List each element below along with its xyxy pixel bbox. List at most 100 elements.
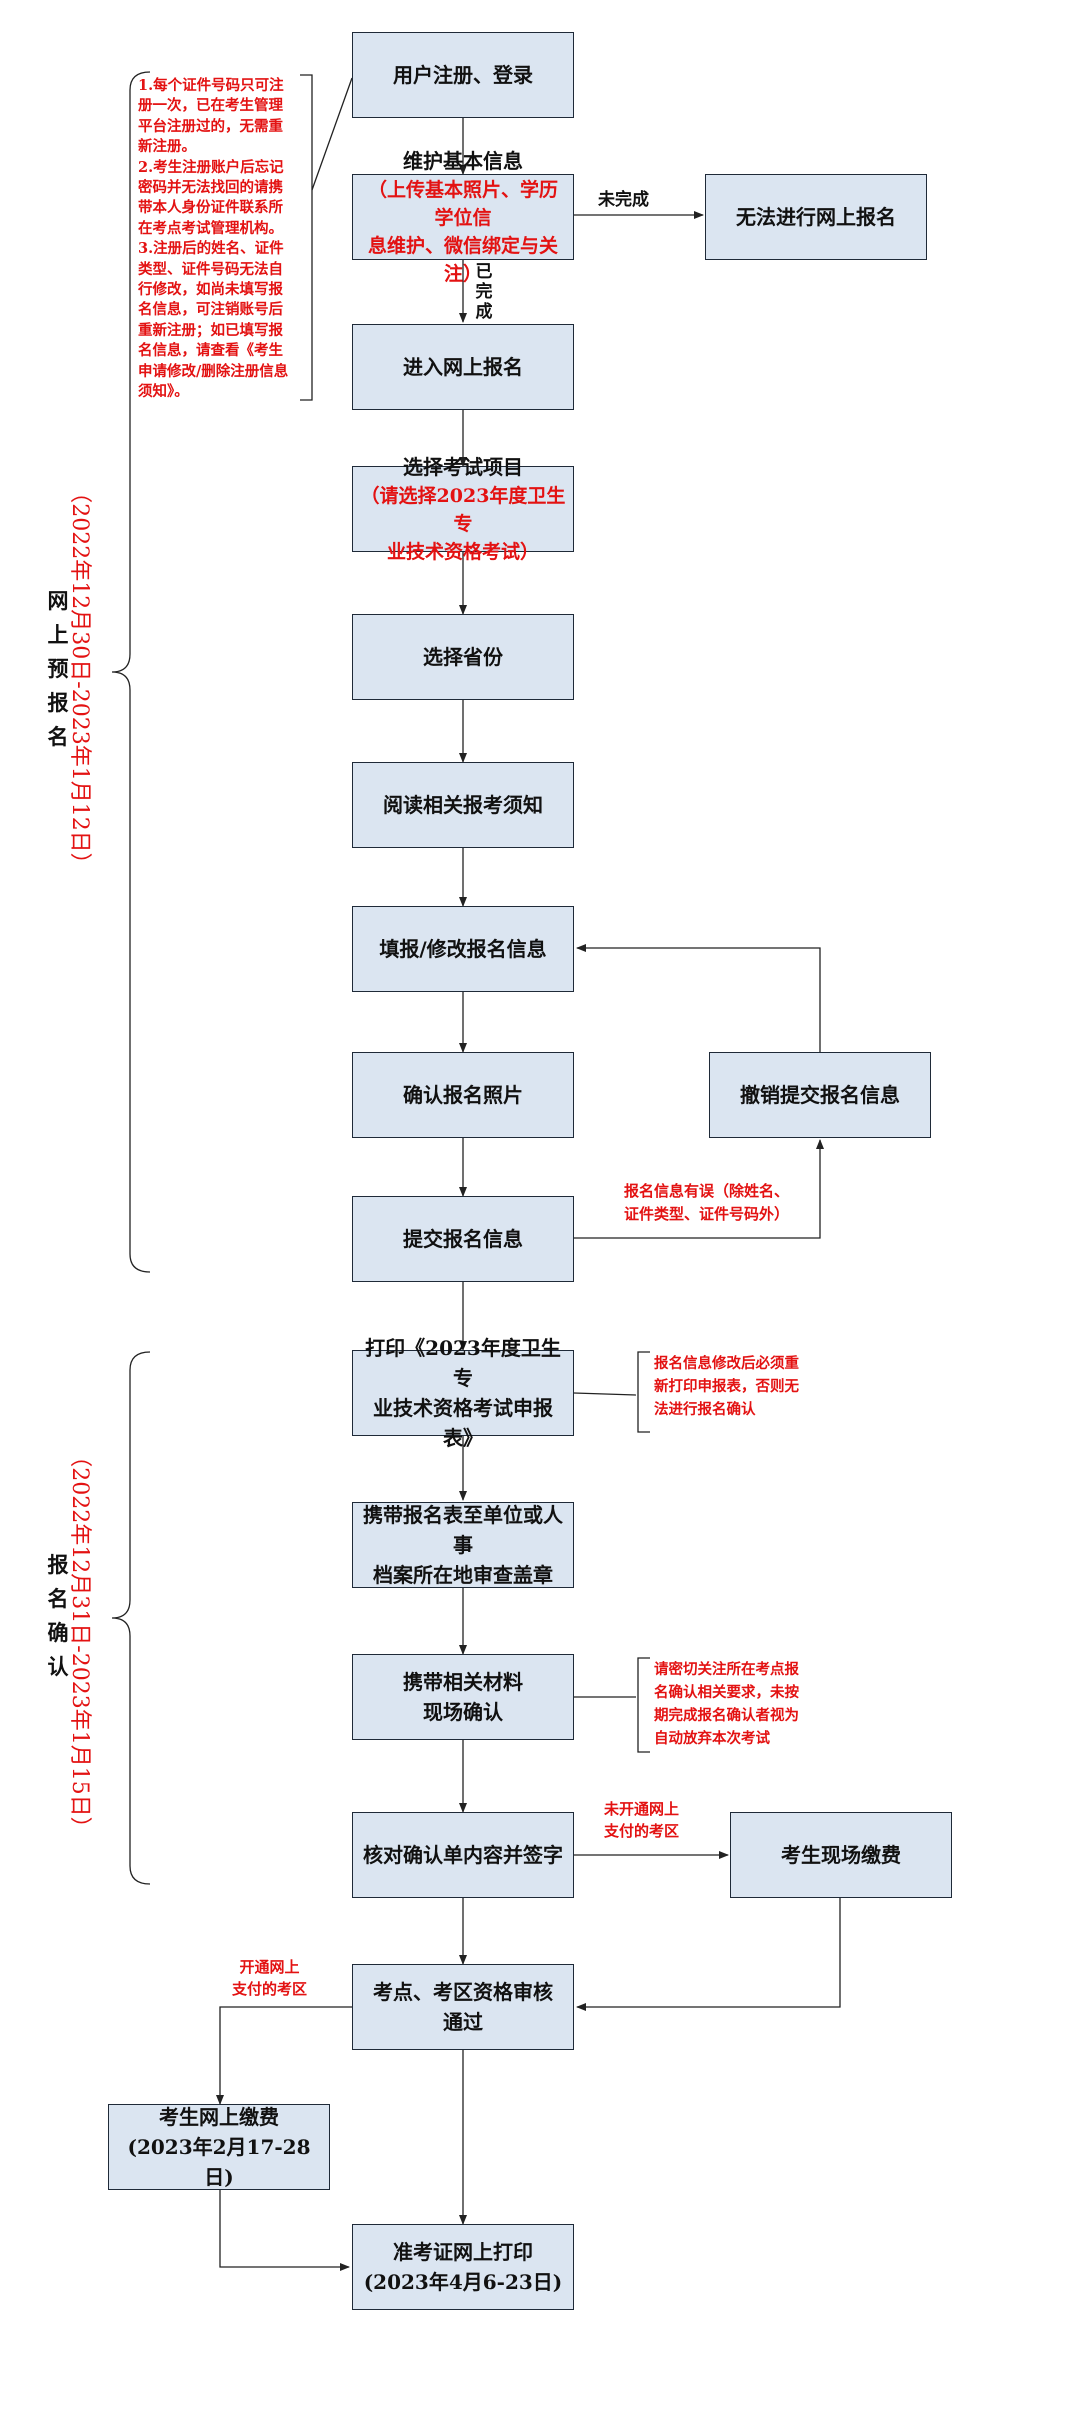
edge-label-complete-2: 完	[475, 282, 493, 302]
node-review-line1: 考点、考区资格审核	[373, 1980, 553, 2004]
node-admit-card: 准考证网上打印 (2023年4月6-23日)	[352, 2224, 574, 2310]
phase-confirm-char: 名	[47, 1586, 69, 1611]
edge-label-online-pay: 开通网上 支付的考区	[232, 1956, 307, 2000]
arrow-payonline-admit	[219, 2190, 350, 2271]
node-print-form: 打印《2023年度卫生专 业技术资格考试申报表》	[352, 1336, 574, 1450]
registration-notes: 1.每个证件号码只可注册一次，已在考生管理平台注册过的，无需重新注册。 2.考生注…	[138, 76, 310, 403]
registration-note-line: 重新注册；如已填写报	[138, 321, 283, 339]
node-enter-label: 进入网上报名	[403, 355, 523, 379]
registration-note-line: 新注册。	[138, 138, 196, 156]
node-onsite: 携带相关材料 现场确认	[352, 1654, 574, 1740]
registration-note-line: 名信息，可注销账号后	[138, 301, 283, 319]
edge-label-incomplete-text: 未完成	[598, 190, 649, 210]
print-form-note-line: 新打印申报表，否则无	[654, 1378, 799, 1395]
node-cannot-register: 无法进行网上报名	[705, 174, 927, 260]
node-sign-label: 核对确认单内容并签字	[363, 1843, 563, 1867]
edge-label-online-1: 开通网上	[239, 1958, 300, 1976]
bracket-left-note	[300, 74, 313, 401]
node-pay-online-line2: (2023年2月17-28日)	[127, 2135, 311, 2189]
registration-note-line: 在考点考试管理机构。	[138, 219, 283, 237]
edge-label-no-online-2: 支付的考区	[604, 1822, 680, 1840]
registration-note-line: 1.每个证件号码只可注	[138, 77, 284, 94]
node-pay-online-line1: 考生网上缴费	[159, 2105, 279, 2129]
node-review: 考点、考区资格审核 通过	[352, 1964, 574, 2050]
node-read-notice-label: 阅读相关报考须知	[383, 793, 543, 817]
arrow-revoke-fill	[576, 944, 821, 1052]
node-cannot-label: 无法进行网上报名	[736, 205, 896, 229]
node-confirm-photo: 确认报名照片	[352, 1052, 574, 1138]
node-pay-online: 考生网上缴费 (2023年2月17-28日)	[108, 2104, 330, 2190]
onsite-confirm-note-line: 请密切关注所在考点报	[654, 1661, 799, 1678]
node-admit-card-line2: (2023年4月6-23日)	[363, 2270, 563, 2294]
node-review-line2: 通过	[443, 2010, 483, 2034]
phase-confirm-char: 报	[47, 1552, 69, 1577]
bracket-print-note	[637, 1351, 650, 1433]
edge-label-error-2: 证件类型、证件号码外）	[624, 1205, 790, 1223]
arrow-submit-revoke	[574, 1139, 824, 1239]
onsite-confirm-note-line: 自动放弃本次考试	[654, 1730, 770, 1747]
edge-label-online-2: 支付的考区	[232, 1980, 308, 1998]
node-read-notice: 阅读相关报考须知	[352, 762, 574, 848]
print-form-note: 报名信息修改后必须重新打印申报表，否则无法进行报名确认	[654, 1352, 799, 1421]
node-stamp: 携带报名表至单位或人事 档案所在地审查盖章	[352, 1502, 574, 1588]
node-onsite-line1: 携带相关材料	[403, 1670, 523, 1694]
registration-note-line: 3.注册后的姓名、证件	[138, 240, 284, 258]
registration-note-line: 册一次，已在考生管理	[138, 97, 283, 115]
brace-pre-register	[111, 71, 151, 1273]
onsite-confirm-note-line: 期完成报名确认者视为	[654, 1707, 799, 1724]
phase-confirm-name: 报名确认	[46, 1548, 70, 1684]
print-form-note-line: 报名信息修改后必须重	[654, 1355, 799, 1372]
phase-confirm-char: 认	[47, 1654, 69, 1679]
node-sign: 核对确认单内容并签字	[352, 1812, 574, 1898]
print-form-note-line: 法进行报名确认	[654, 1401, 756, 1418]
registration-note-line: 平台注册过的，无需重	[138, 117, 283, 135]
node-select-province-label: 选择省份	[423, 645, 503, 669]
callout-print-note	[573, 1392, 637, 1396]
edge-label-no-online-1: 未开通网上	[604, 1800, 680, 1818]
phase-pre-register-char: 网	[47, 588, 69, 613]
node-print-form-line2: 业技术资格考试申报表》	[373, 1396, 553, 1450]
brace-confirm	[111, 1351, 151, 1885]
node-revoke-label: 撤销提交报名信息	[740, 1083, 900, 1107]
phase-pre-register-name: 网上预报名	[46, 584, 70, 754]
node-maintain-sub2: 息维护、微信绑定与关注）	[367, 235, 558, 285]
registration-note-line: 2.考生注册账户后忘记	[138, 158, 284, 176]
phase-confirm-dates: （2022年12月31日-2023年1月15日）	[67, 1445, 92, 1839]
node-select-exam-sub1: （请选择2023年度卫生专	[360, 485, 566, 535]
bracket-onsite-note	[637, 1657, 650, 1753]
registration-note-line: 类型、证件号码无法自	[138, 260, 283, 278]
node-maintain-sub1: （上传基本照片、学历学位信	[367, 179, 558, 229]
registration-note-line: 带本人身份证件联系所	[138, 199, 283, 217]
node-maintain-label: 维护基本信息	[403, 149, 523, 173]
node-submit-label: 提交报名信息	[403, 1227, 523, 1251]
phase-pre-register-char: 预	[47, 656, 69, 681]
registration-note-line: 密码并无法找回的请携	[138, 179, 283, 197]
phase-pre-register-char: 上	[47, 622, 69, 647]
node-fill: 填报/修改报名信息	[352, 906, 574, 992]
onsite-confirm-note: 请密切关注所在考点报名确认相关要求，未按期完成报名确认者视为自动放弃本次考试	[654, 1658, 799, 1750]
registration-note-line: 名信息，请查看《考生	[138, 342, 283, 360]
node-stamp-line2: 档案所在地审查盖章	[373, 1563, 553, 1587]
arrow-payonsite-review	[576, 1898, 841, 2011]
node-register-label: 用户注册、登录	[393, 63, 533, 87]
node-select-province: 选择省份	[352, 614, 574, 700]
edge-label-complete-3: 成	[475, 302, 493, 322]
callout-register-note	[311, 77, 353, 191]
registration-note-line: 须知》。	[138, 383, 189, 401]
node-register: 用户注册、登录	[352, 32, 574, 118]
node-maintain: 维护基本信息 （上传基本照片、学历学位信 息维护、微信绑定与关注）	[352, 149, 574, 285]
node-admit-card-line1: 准考证网上打印	[393, 2240, 533, 2264]
node-stamp-line1: 携带报名表至单位或人事	[363, 1503, 563, 1557]
phase-pre-register-dates: （2022年12月30日-2023年1月12日）	[67, 481, 92, 875]
node-submit: 提交报名信息	[352, 1196, 574, 1282]
registration-note-line: 行修改，如尚未填写报	[138, 281, 283, 299]
edge-label-error: 报名信息有误（除姓名、 证件类型、证件号码外）	[624, 1180, 789, 1226]
registration-note-line: 申请修改/删除注册信息	[138, 362, 289, 380]
node-enter: 进入网上报名	[352, 324, 574, 410]
node-select-exam-sub2: 业技术资格考试）	[386, 541, 539, 563]
edge-label-complete-1: 已	[475, 262, 493, 282]
node-print-form-line1: 打印《2023年度卫生专	[365, 1336, 561, 1390]
node-select-exam-label: 选择考试项目	[403, 455, 523, 479]
